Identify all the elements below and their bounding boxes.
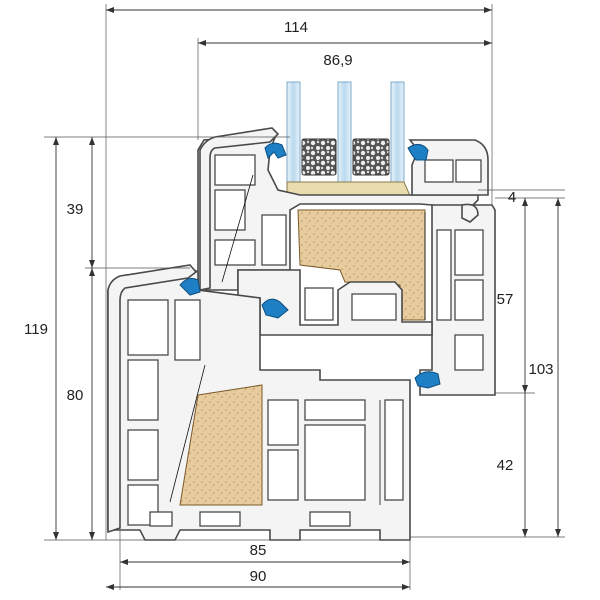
seal-frame-right bbox=[414, 371, 441, 389]
dim-frame-section: 42 bbox=[497, 457, 514, 474]
dim-sash-section: 57 bbox=[497, 291, 514, 308]
column-chamber bbox=[436, 229, 452, 321]
glazing-unit bbox=[286, 81, 413, 201]
sash-chamber bbox=[214, 239, 256, 266]
frame-foot bbox=[149, 511, 173, 527]
dim-gap: 4 bbox=[508, 189, 516, 206]
column-chamber bbox=[454, 279, 484, 321]
dim-glazing-width: 86,9 bbox=[323, 52, 352, 69]
dim-frame-depth: 85 bbox=[250, 542, 267, 559]
center-chamber bbox=[351, 293, 397, 321]
frame-foot bbox=[199, 511, 241, 527]
column-chamber bbox=[454, 334, 484, 371]
frame-chamber bbox=[384, 399, 404, 501]
frame-cover bbox=[107, 264, 198, 534]
sash-chamber bbox=[214, 189, 246, 231]
bead-chamber bbox=[424, 159, 454, 183]
profile-drawing bbox=[107, 81, 496, 541]
frame-chamber bbox=[174, 299, 201, 361]
sash-cover bbox=[199, 127, 280, 291]
dim-sash-height: 39 bbox=[67, 201, 84, 218]
seal-sash-frame bbox=[179, 277, 201, 296]
frame-chamber bbox=[304, 424, 366, 501]
seal-glazing-inner bbox=[407, 144, 429, 161]
dim-frame-height: 80 bbox=[67, 387, 84, 404]
dim-overall-width: 114 bbox=[284, 19, 308, 36]
sash-chamber bbox=[214, 154, 256, 186]
center-chamber bbox=[304, 287, 334, 321]
frame-chamber bbox=[304, 399, 366, 421]
sash-chamber bbox=[261, 214, 287, 266]
frame-reinforcement bbox=[179, 384, 263, 506]
frame-chamber bbox=[127, 299, 169, 356]
frame-chamber bbox=[127, 359, 159, 421]
dimension-lines: 114 86,9 119 39 80 4 57 bbox=[24, 4, 565, 590]
frame-chamber bbox=[127, 429, 159, 481]
spacer-2 bbox=[352, 138, 390, 176]
sash-steel-rod bbox=[221, 174, 254, 283]
frame-chamber bbox=[267, 399, 299, 446]
dim-frame-width: 90 bbox=[250, 568, 267, 585]
dim-total-height: 119 bbox=[24, 321, 48, 338]
seal-center bbox=[261, 298, 289, 319]
spacer-1 bbox=[301, 138, 337, 176]
frame-steel-rod bbox=[169, 364, 206, 503]
sash-hook bbox=[461, 203, 479, 223]
frame-chamber bbox=[267, 449, 299, 501]
seal-glazing-outer bbox=[264, 142, 287, 159]
glass-pane-inner bbox=[390, 81, 405, 193]
column-chamber bbox=[454, 229, 484, 276]
frame-foot bbox=[309, 511, 351, 527]
bead-chamber bbox=[455, 159, 482, 183]
glass-pane-middle bbox=[337, 81, 352, 193]
dim-right-total: 103 bbox=[528, 361, 553, 378]
